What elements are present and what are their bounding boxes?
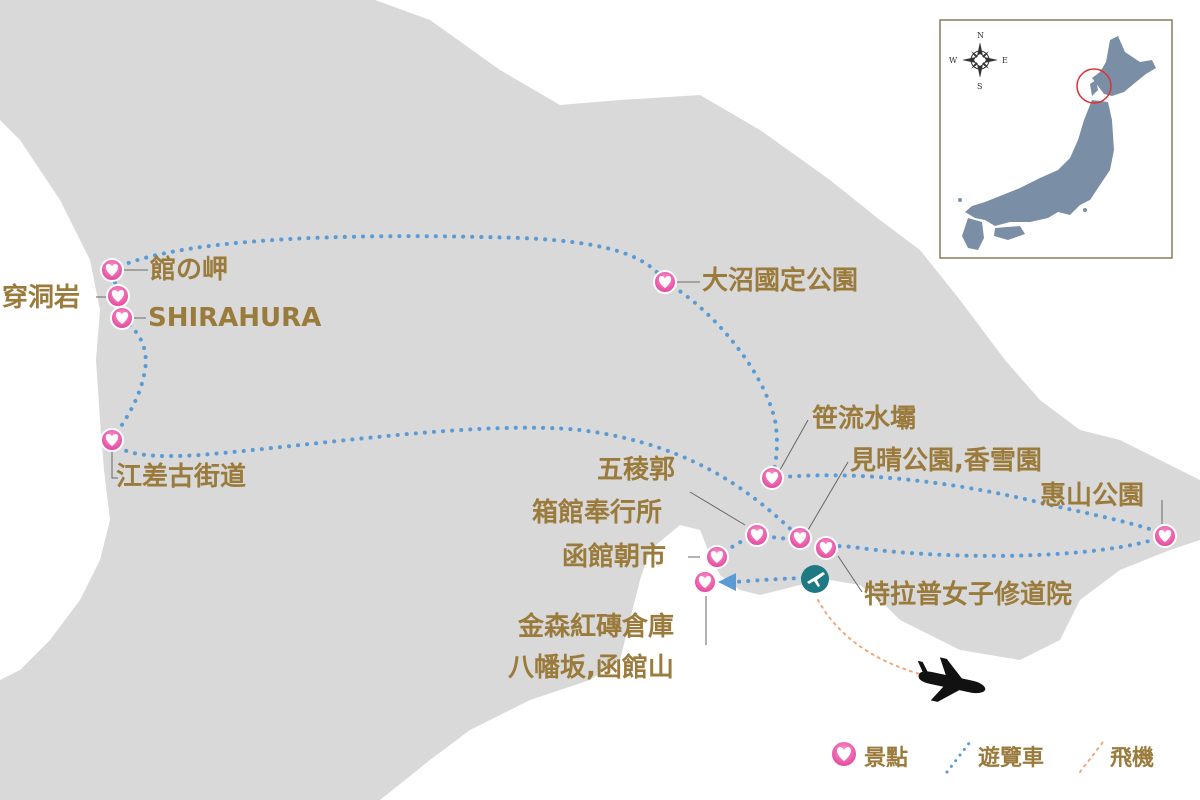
leader-lines: [96, 269, 1163, 645]
label-sasanagare[interactable]: 笹流水壩: [812, 404, 917, 434]
route-arrow-icon: [718, 573, 736, 591]
legend-flight-icon: [1079, 741, 1104, 773]
flight-route: [817, 599, 936, 679]
label-esashi[interactable]: 江差古街道: [116, 462, 247, 492]
heart-pin-icon[interactable]: [705, 545, 729, 569]
heart-pin-icon[interactable]: [693, 570, 717, 594]
inset-honshu: [965, 100, 1114, 226]
label-shirahura[interactable]: SHIRAHURA: [148, 303, 322, 333]
legend-spot-label: 景點: [864, 746, 909, 771]
heart-pin-icon[interactable]: [745, 523, 769, 547]
airplane-icon: [917, 657, 986, 702]
legend-spot-icon: [830, 740, 858, 768]
heart-pin-icon[interactable]: [106, 284, 130, 308]
heart-pin-icon[interactable]: [760, 466, 784, 490]
heart-pin-icon[interactable]: [788, 526, 812, 550]
heart-pin-icon[interactable]: [1153, 524, 1177, 548]
inset-highlight-circle: [1076, 68, 1112, 104]
label-eshan[interactable]: 惠山公園: [1040, 481, 1145, 511]
inset-map: N S E W: [939, 19, 1173, 259]
legend-bus-icon: [945, 740, 972, 774]
legend-flight-label: 飛機: [1110, 746, 1155, 771]
heart-pin-icon[interactable]: [653, 270, 677, 294]
compass-e: E: [1002, 56, 1008, 65]
heart-pin-icon[interactable]: [100, 428, 124, 452]
legend-bus-label: 遊覽車: [978, 746, 1045, 771]
label-kanemori[interactable]: 金森紅磚倉庫: [518, 612, 675, 642]
label-miharashi[interactable]: 見晴公園,香雪園: [850, 446, 1042, 476]
heart-pin-icon[interactable]: [110, 306, 134, 330]
label-onuma[interactable]: 大沼國定公園: [702, 266, 859, 296]
compass-w: W: [949, 56, 958, 65]
label-goryokaku[interactable]: 五稜郭: [597, 455, 676, 485]
label-trappistine[interactable]: 特拉普女子修道院: [864, 580, 1073, 610]
compass-rose-icon: N S E W: [949, 31, 1008, 91]
compass-s: S: [977, 82, 982, 91]
sea-west: [0, 120, 110, 680]
inset-hokkaido: [1092, 36, 1156, 96]
label-hachiman[interactable]: 八幡坂,函館山: [508, 653, 674, 683]
label-hakodate-bugyosho[interactable]: 箱館奉行所: [532, 498, 663, 528]
heart-pin-icon[interactable]: [100, 258, 124, 282]
heart-pin-icon[interactable]: [814, 536, 838, 560]
sea-south: [380, 525, 1200, 800]
label-tate-no-misaki[interactable]: 館の岬: [150, 255, 229, 285]
airport-icon: [801, 565, 829, 593]
compass-n: N: [977, 31, 984, 40]
label-ketto-iwa[interactable]: 穿洞岩: [2, 283, 81, 313]
label-asaichi[interactable]: 函館朝市: [562, 542, 667, 572]
